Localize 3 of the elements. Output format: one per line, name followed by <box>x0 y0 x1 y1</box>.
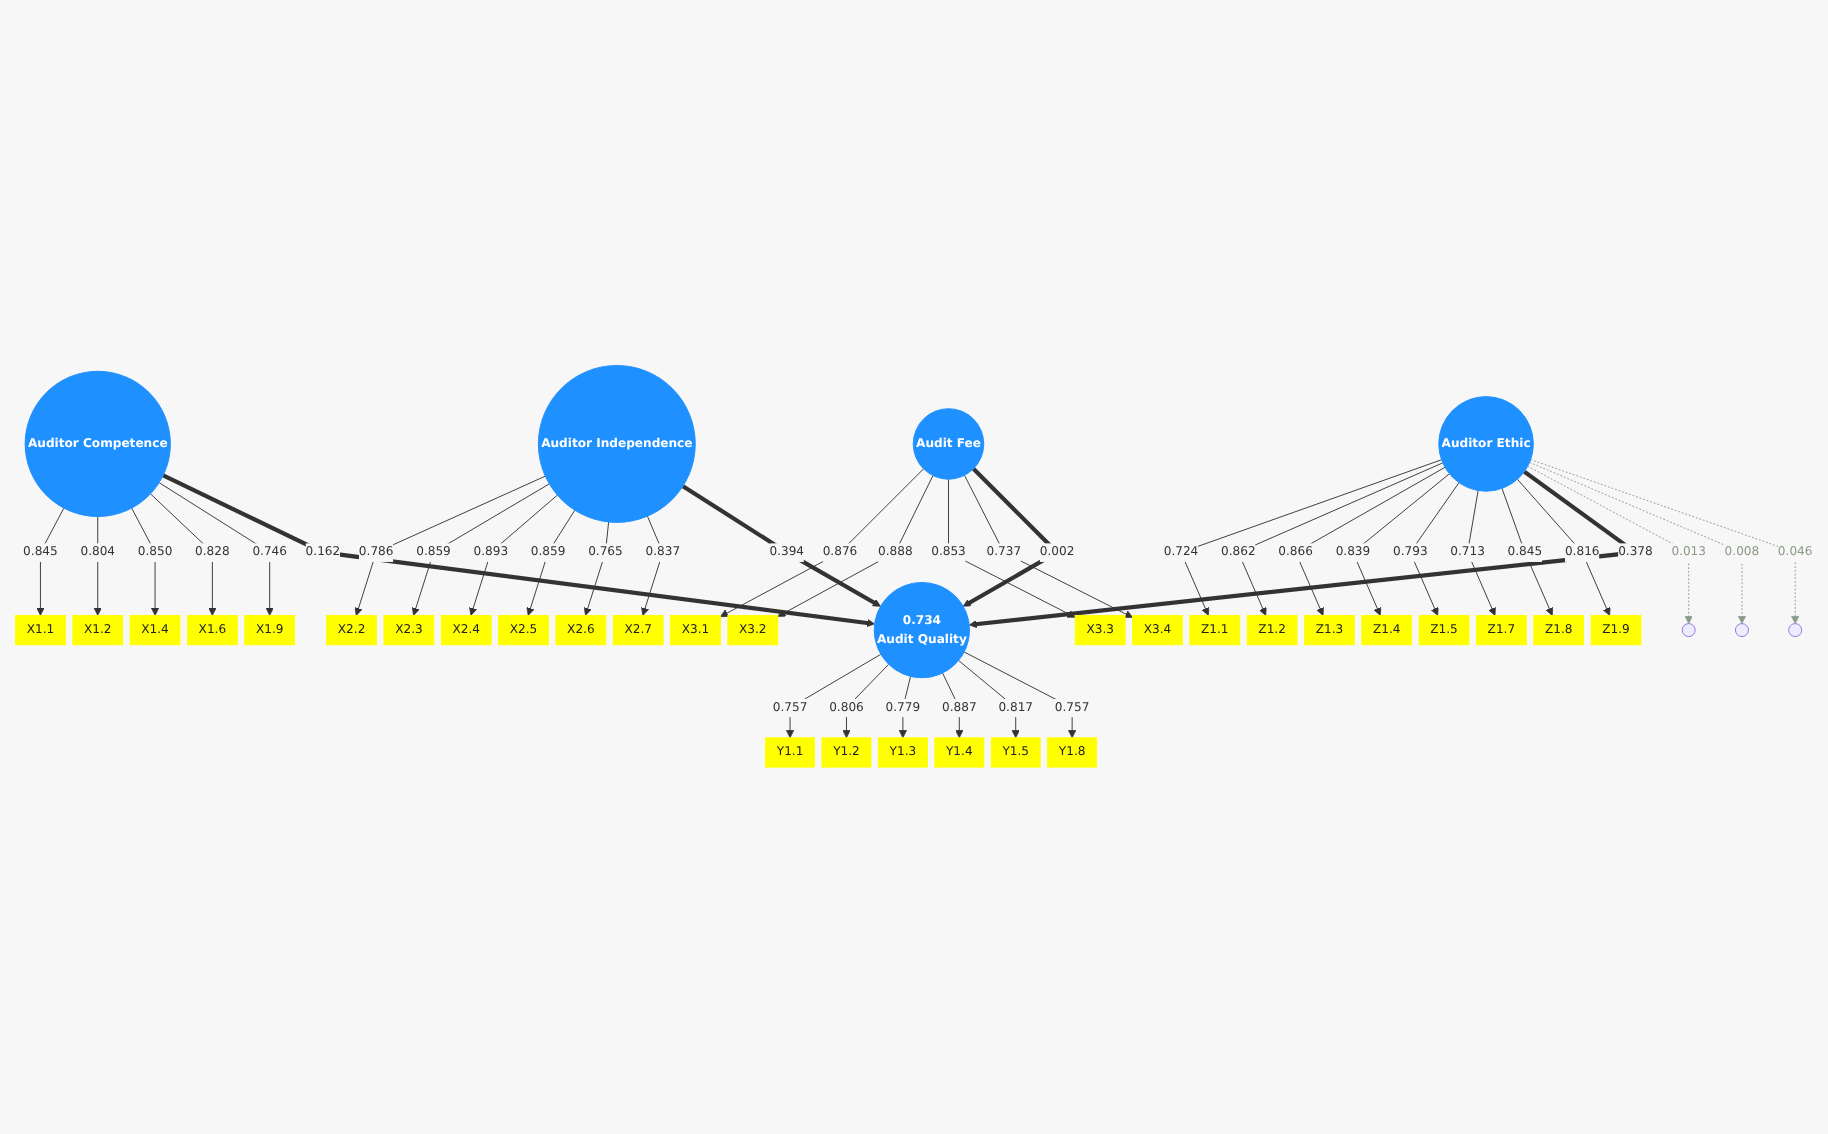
point-dot <box>1788 623 1803 638</box>
point-dot <box>1734 623 1749 638</box>
point-dot <box>1681 623 1696 638</box>
